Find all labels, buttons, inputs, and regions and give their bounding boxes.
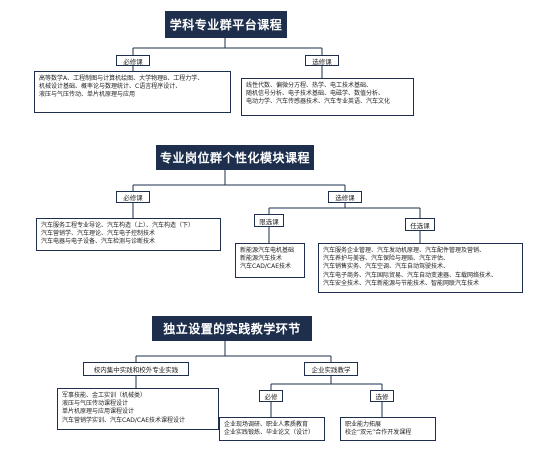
course-line: 汽车养护与美容、汽车保险与理赔、汽车评估、 <box>323 255 450 263</box>
course-line: 新能源汽车电机基础 <box>240 247 295 254</box>
course-line: 职业能力拓展 <box>345 421 382 428</box>
course-line: 机械设计基础、概率论与数理统计、C语言程序设计、 <box>39 83 182 91</box>
course-line: 汽车CAD/CAE技术 <box>240 263 292 271</box>
course-line: 线性代数、偏微分方程、热学、电工技术基础、 <box>246 82 373 89</box>
course-line: 汽车电子商务、汽车国际贸易、汽车自动变速器、车载网络技术、 <box>323 271 498 279</box>
section3-campus-courses: 军事技能、金工实训（机械类） 液压与气压传动课程设计 单片机原理与应用课程设计 … <box>57 388 219 430</box>
course-line: 企业实践锻炼、毕业论文（设计） <box>224 429 315 437</box>
section1-required-courses: 高等数学A、工程制图与计算机绘图、大学物理B、工程力学、 机械设计基础、概率论与… <box>34 71 231 113</box>
course-line: 汽车营销学实训、汽车CAD/CAE技术课程设计 <box>62 416 186 424</box>
course-line: 企业现场调研、职业人素质教育 <box>224 421 309 428</box>
section3-enterprise-label: 企业实践教学 <box>304 362 358 376</box>
section2-required-courses: 汽车服务工程专业导论、汽车构造（上）、汽车构造（下） 汽车营销学、汽车理论、汽车… <box>36 218 221 251</box>
section2-limited-label: 限选课 <box>254 214 284 227</box>
course-line: 汽车服务企业管理、汽车发动机原理、汽车配件管理及营销、 <box>323 247 486 254</box>
course-line: 汽车营销学、汽车理论、汽车电子控制技术 <box>41 230 156 238</box>
section1-required-label: 必修课 <box>116 55 150 66</box>
course-line: 汽车安全技术、汽车新能源与节能技术、智能网联汽车技术 <box>323 279 480 287</box>
section3-title: 独立设置的实践教学环节 <box>152 316 312 341</box>
course-line: 随机信号分析、电子技术基础、电磁学、数值分析、 <box>246 90 385 98</box>
course-line: 汽车服务工程专业导论、汽车构造（上）、汽车构造（下） <box>41 222 195 229</box>
section2-required-label: 必修课 <box>116 191 150 203</box>
course-line: 新能源汽车技术 <box>240 255 283 263</box>
section3-elective-label: 选修 <box>370 390 394 402</box>
section2-optional-courses: 汽车服务企业管理、汽车发动机原理、汽车配件管理及营销、 汽车养护与美容、汽车保险… <box>318 243 523 293</box>
section3-campus-label: 校内集中实践和校外专业实践 <box>83 362 189 376</box>
course-line: 液压与气压传动课程设计 <box>62 400 129 408</box>
section1-title: 学科专业群平台课程 <box>165 11 287 38</box>
course-line: 军事技能、金工实训（机械类） <box>62 392 147 399</box>
section2-optional-label: 任选课 <box>405 218 435 231</box>
section2-title: 专业岗位群个性化模块课程 <box>156 145 314 170</box>
course-line: 汽车销售实务、汽车空调、汽车自动驾驶技术、 <box>323 263 450 271</box>
section1-elective-label: 选修课 <box>305 55 339 66</box>
section3-enterprise-elective-courses: 职业能力拓展 校企“双元”合作开发课程 <box>340 417 436 441</box>
course-line: 高等数学A、工程制图与计算机绘图、大学物理B、工程力学、 <box>39 75 204 82</box>
course-line: 单片机原理与应用课程设计 <box>62 408 135 416</box>
section2-elective-label: 选修课 <box>328 191 362 203</box>
course-line: 汽车电器与电子设备、汽车检测与诊断技术 <box>41 238 156 246</box>
course-line: 校企“双元”合作开发课程 <box>345 429 412 437</box>
course-line: 液压与气压传动、单片机原理与应用 <box>39 91 136 99</box>
course-line: 电动力学、汽车传感器技术、汽车专业英语、汽车文化 <box>246 98 391 106</box>
section2-limited-courses: 新能源汽车电机基础 新能源汽车技术 汽车CAD/CAE技术 <box>235 243 305 278</box>
section1-elective-courses: 线性代数、偏微分方程、热学、电工技术基础、 随机信号分析、电子技术基础、电磁学、… <box>241 78 414 116</box>
section3-enterprise-required-courses: 企业现场调研、职业人素质教育 企业实践锻炼、毕业论文（设计） <box>219 417 325 441</box>
section3-required-label: 必修 <box>259 390 283 402</box>
